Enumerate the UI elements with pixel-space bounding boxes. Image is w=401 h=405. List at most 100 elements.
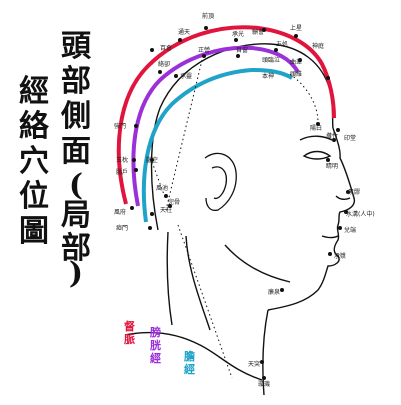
title-column-1: 頭 部 側 面 ( 局 部 ) — [60, 29, 92, 291]
eyebrow — [299, 135, 333, 141]
title-char: 頭 — [61, 29, 92, 64]
point-dot — [174, 74, 178, 78]
bladder-label: 膀 — [149, 325, 161, 339]
title-char: 面 — [61, 134, 91, 169]
point-dot — [168, 204, 172, 208]
point-label: 顖會 — [252, 28, 264, 36]
title-char: 絡 — [19, 109, 50, 144]
point-label: 承光 — [232, 30, 244, 38]
point-dot — [202, 54, 206, 58]
point-dot — [338, 226, 342, 230]
point-label: 頭維 — [290, 70, 302, 78]
point-label: 五処 — [276, 40, 288, 48]
leader-occiput — [151, 161, 167, 201]
point-dot — [204, 26, 208, 30]
title-column-2: 經 絡 穴 位 圖 — [19, 74, 50, 249]
point-label: 前頂 — [202, 12, 214, 20]
title-char: 穴 — [19, 144, 49, 179]
title-char: 圖 — [19, 214, 49, 249]
governor-label: 脈 — [124, 332, 135, 346]
point-label: 本神 — [262, 72, 274, 80]
point-label: 通天 — [178, 28, 190, 36]
point-dot — [130, 206, 134, 210]
title-char: 部 — [61, 64, 91, 99]
neck-back — [166, 231, 173, 326]
point-dot — [294, 34, 298, 38]
bladder-label: 經 — [150, 351, 161, 365]
point-label: 腦戶 — [116, 168, 128, 176]
bladder-label: 胱 — [150, 338, 161, 352]
bladder-meridian-line — [131, 45, 300, 207]
point-label: 頭臨泣 — [262, 56, 280, 64]
point-label: 曲差 — [290, 58, 302, 66]
point-label: 上星 — [290, 24, 302, 32]
leader-forehead — [289, 73, 319, 123]
point-label: 瘂門 — [116, 224, 128, 232]
ear-inner — [211, 166, 228, 200]
point-dot — [134, 124, 138, 128]
point-label: 目窗 — [236, 46, 248, 54]
point-dot — [150, 48, 154, 52]
point-dot — [164, 194, 168, 198]
point-label: 攢竹 — [326, 132, 338, 140]
ear — [204, 152, 237, 212]
inner-neck-line — [185, 235, 211, 331]
eye — [302, 150, 332, 160]
leader-crown — [165, 59, 203, 211]
point-dot — [262, 28, 266, 32]
point-label: 強門 — [114, 122, 126, 130]
point-dot — [178, 38, 182, 42]
point-dot — [280, 288, 284, 292]
title-char: 側 — [60, 99, 91, 134]
neck-front — [262, 309, 269, 396]
point-label: 兌端 — [344, 226, 356, 234]
meridian-labels: 督 脈 膀 胱 經 膽 經 — [124, 319, 195, 376]
point-label: 完骨 — [168, 198, 180, 206]
face-profile — [267, 127, 356, 311]
point-label: 璇璣 — [258, 380, 270, 388]
leader-neck — [177, 224, 233, 379]
title-char: ) — [69, 256, 83, 291]
point-label: 素髎 — [348, 188, 360, 196]
gallbladder-label: 膽 — [184, 349, 195, 363]
point-label: 廉泉 — [268, 288, 280, 296]
point-label: 風池 — [156, 184, 168, 192]
point-label: 百會 — [160, 44, 172, 52]
point-dot — [336, 128, 340, 132]
jaw-line — [224, 244, 291, 283]
point-dot — [150, 158, 154, 162]
point-dot — [234, 38, 238, 42]
point-label: 絡卻 — [158, 60, 170, 68]
point-dot — [326, 76, 330, 80]
title-char: 局 — [61, 198, 91, 233]
title-char: ( — [69, 168, 83, 203]
point-dot — [328, 252, 332, 256]
point-dot — [326, 158, 330, 162]
dotted-leaders — [151, 59, 319, 379]
point-dot — [132, 158, 136, 162]
title-char: 位 — [19, 179, 49, 214]
point-label: 腦空 — [146, 156, 158, 164]
point-dot — [274, 48, 278, 52]
shoulder-line — [124, 331, 263, 381]
governor-label: 督 — [124, 319, 135, 333]
point-label: 睛明 — [326, 162, 338, 170]
point-dot — [260, 360, 264, 364]
governor-vessel-line — [116, 25, 336, 205]
point-label: 神庭 — [312, 42, 324, 50]
mouth — [321, 235, 339, 239]
point-dot — [298, 58, 302, 62]
nostril — [335, 195, 351, 201]
ear-outer — [204, 152, 237, 212]
acupoint-labels: 前頂 通天 承光 顖會 上星 百會 正營 目窗 五処 神庭 絡卻 頭臨泣 曲差 … — [114, 12, 375, 388]
title-char: 部 — [61, 231, 91, 266]
point-dot — [262, 376, 266, 380]
point-dot — [344, 210, 348, 214]
point-dot — [150, 212, 154, 216]
point-label: 玉枕 — [116, 156, 128, 164]
gallbladder-label: 經 — [184, 362, 195, 376]
point-label: 風府 — [114, 208, 126, 216]
title-char: 經 — [19, 74, 49, 109]
point-dot — [332, 138, 336, 142]
